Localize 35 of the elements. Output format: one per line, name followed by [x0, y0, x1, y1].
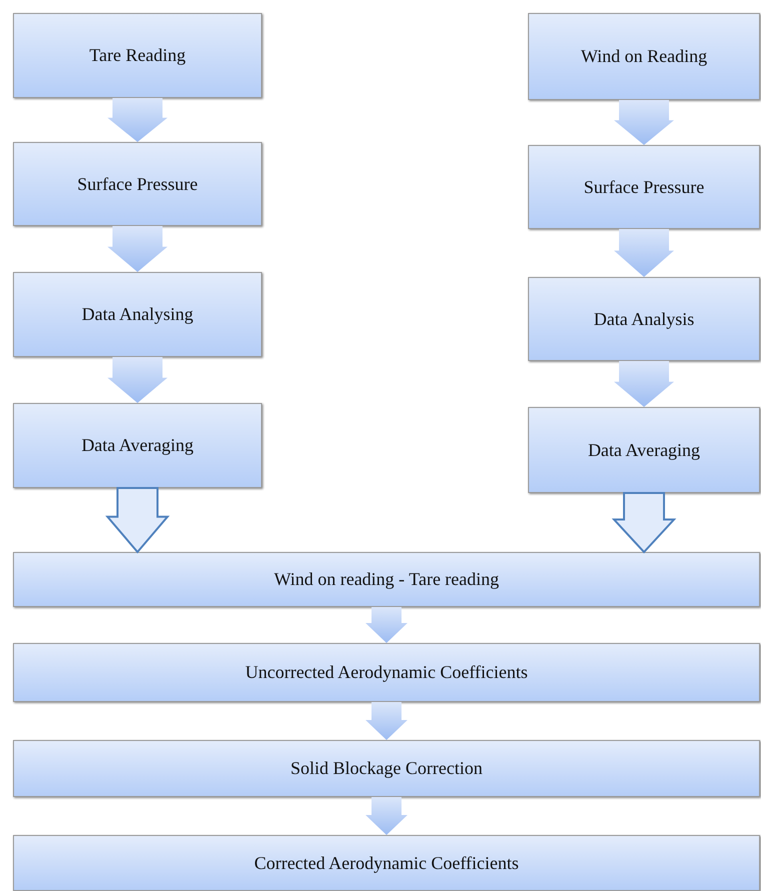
block-arrow [612, 492, 676, 554]
process-box [13, 740, 760, 797]
block-arrow [614, 229, 674, 277]
block-arrow [614, 361, 674, 407]
process-box [13, 13, 262, 98]
process-box [528, 13, 760, 100]
box-label: Data Analysing [82, 304, 194, 325]
process-box [528, 145, 760, 229]
process-box [13, 142, 262, 226]
block-arrow [108, 357, 168, 403]
box-label: Surface Pressure [584, 176, 704, 198]
box-label: Wind on reading - Tare reading [274, 569, 500, 590]
process-box [13, 835, 760, 891]
box-label: Tare Reading [89, 45, 186, 66]
block-arrow [108, 226, 168, 272]
block-arrow [366, 607, 408, 643]
box-label: Solid Blockage Correction [290, 758, 482, 779]
block-arrow [366, 797, 408, 835]
box-label: Data Averaging [588, 440, 700, 460]
process-box [13, 403, 262, 488]
box-label: Surface Pressure [77, 174, 198, 194]
process-box [528, 407, 760, 493]
block-arrow [108, 98, 168, 142]
block-arrow [366, 702, 408, 740]
box-label: Data Analysis [594, 308, 694, 330]
box-label: Wind on Reading [580, 46, 708, 67]
process-box [528, 277, 760, 361]
process-box [13, 643, 760, 702]
box-label: Data Averaging [81, 435, 194, 456]
block-arrow [614, 100, 674, 145]
process-box [13, 552, 760, 607]
block-arrow [105, 487, 170, 554]
box-label: Uncorrected Aerodynamic Coefficients [245, 662, 528, 683]
box-label: Corrected Aerodynamic Coefficients [254, 852, 519, 874]
process-box [13, 272, 262, 357]
